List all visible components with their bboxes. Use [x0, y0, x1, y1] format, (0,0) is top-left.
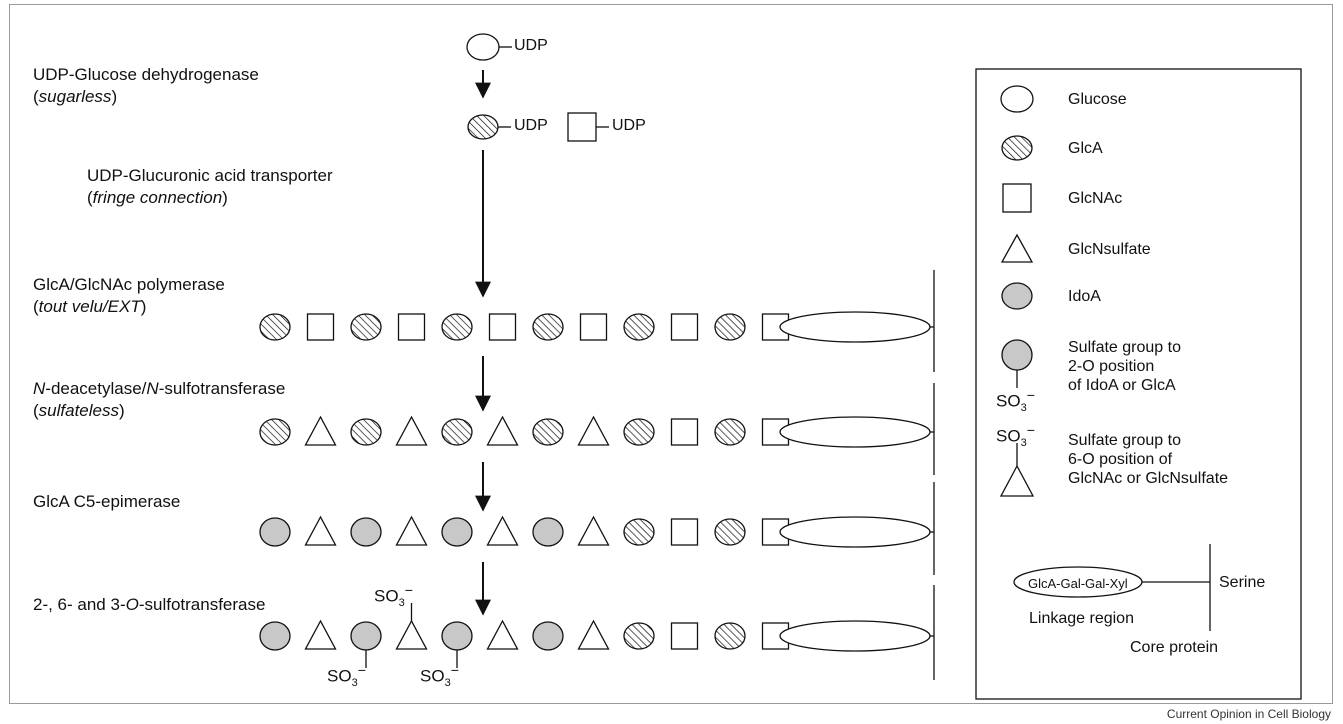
- glcnsulfate-residue: [486, 415, 519, 446]
- glcnac-residue: [670, 313, 699, 341]
- glca-residue: [714, 313, 746, 341]
- legend-glcnsulfate-label: GlcNsulfate: [1068, 241, 1151, 258]
- idoa-residue: [350, 517, 382, 547]
- idoa-residue: [532, 517, 564, 547]
- step-ndst: N-deacetylase/N-sulfotransferase(sulfate…: [33, 379, 286, 420]
- sulfate-label: SO3−: [327, 663, 366, 690]
- glca-residue: [623, 418, 655, 446]
- glucose-udp-icon: [466, 33, 500, 61]
- legend-sulfate-6o-group: SO3−: [996, 423, 1035, 450]
- core-protein-label: Core protein: [1130, 639, 1219, 656]
- glcnsulfate-residue: [395, 619, 428, 650]
- step-epimerase: GlcA C5-epimerase: [33, 491, 180, 513]
- linkage-region: [779, 311, 931, 343]
- idoa-residue: [259, 621, 291, 651]
- glca-residue: [623, 622, 655, 650]
- sulfate-label: SO3−: [420, 663, 459, 690]
- step-ugdh: UDP-Glucose dehydrogenase(sugarless): [33, 65, 259, 106]
- gene-sulfateless: sulfateless: [38, 401, 119, 420]
- glcnsulfate-residue: [486, 619, 519, 650]
- step-epimerase-label: GlcA C5-epimerase: [33, 492, 181, 511]
- glucose-icon: [1000, 85, 1034, 113]
- glcnsulfate-residue: [304, 515, 337, 546]
- idoa-residue: [441, 621, 473, 651]
- glcnsulfate-residue: [577, 619, 610, 650]
- sulfated-idoa-icon: [1001, 339, 1033, 371]
- gene-tout-velu: tout velu/EXT: [38, 297, 141, 316]
- glcnac-residue: [488, 313, 517, 341]
- udp-label: UDP: [514, 117, 548, 134]
- glca-icon: [1001, 135, 1033, 161]
- glcnsulfate-residue: [395, 515, 428, 546]
- udp-label: UDP: [612, 117, 646, 134]
- glcnac-residue: [670, 622, 699, 650]
- figure-frame: [9, 4, 1333, 704]
- idoa-icon: [1001, 282, 1033, 310]
- glca-residue: [714, 418, 746, 446]
- glca-residue: [441, 313, 473, 341]
- glcnsulfate-residue: [304, 415, 337, 446]
- legend-sulfate-2o-group: SO3−: [996, 388, 1035, 415]
- glca-residue: [350, 313, 382, 341]
- glcnsulfate-residue: [486, 515, 519, 546]
- gene-fringe-connection: fringe connection: [92, 188, 223, 207]
- linkage-text: GlcA-Gal-Gal-Xyl: [1028, 576, 1128, 591]
- legend-box: [975, 68, 1302, 700]
- sulfated-glcnsulfate-icon: [999, 464, 1035, 497]
- credit-line: Current Opinion in Cell Biology: [1166, 707, 1331, 721]
- step-sulfotransferase: 2-, 6- and 3-O-sulfotransferase: [33, 595, 266, 614]
- glca-udp-icon: [467, 114, 499, 140]
- glcnsulfate-residue: [395, 415, 428, 446]
- glcnac-residue: [670, 518, 699, 546]
- glcnsulfate-residue: [304, 619, 337, 650]
- gene-sugarless: sugarless: [38, 87, 112, 106]
- glcnac-residue: [761, 622, 790, 650]
- glca-residue: [623, 518, 655, 546]
- glcnac-residue: [670, 418, 699, 446]
- legend-glca-label: GlcA: [1068, 140, 1103, 157]
- glca-residue: [259, 313, 291, 341]
- step-polymerase: GlcA/GlcNAc polymerase(tout velu/EXT): [33, 275, 225, 316]
- sugar-chains: [259, 270, 935, 680]
- step-transporter-label: UDP-Glucuronic acid transporter: [87, 166, 333, 185]
- glca-residue: [441, 418, 473, 446]
- legend-idoa-label: IdoA: [1068, 288, 1101, 305]
- legend-glucose-label: Glucose: [1068, 91, 1127, 108]
- step-transporter: UDP-Glucuronic acid transporter(fringe c…: [87, 166, 333, 207]
- idoa-residue: [532, 621, 564, 651]
- glcnac-residue: [397, 313, 426, 341]
- glca-residue: [714, 518, 746, 546]
- idoa-residue: [441, 517, 473, 547]
- glcnsulfate-residue: [577, 515, 610, 546]
- linkage-region: [779, 416, 931, 448]
- udp-label: UDP: [514, 37, 548, 54]
- glcnac-residue: [579, 313, 608, 341]
- glcnsulfate-icon: [1000, 233, 1034, 263]
- glcnac-residue: [306, 313, 335, 341]
- glca-residue: [532, 418, 564, 446]
- idoa-residue: [259, 517, 291, 547]
- sulfate-label: SO3−: [374, 583, 413, 610]
- linkage-region: [779, 516, 931, 548]
- glca-residue: [623, 313, 655, 341]
- glcnac-udp-icon: [567, 112, 597, 142]
- linkage-region-label: Linkage region: [1029, 610, 1134, 627]
- glcnsulfate-residue: [577, 415, 610, 446]
- glca-residue: [259, 418, 291, 446]
- glca-residue: [532, 313, 564, 341]
- linkage-region: [779, 620, 931, 652]
- serine-label: Serine: [1219, 574, 1266, 591]
- legend-glcnac-label: GlcNAc: [1068, 190, 1123, 207]
- idoa-residue: [350, 621, 382, 651]
- glca-residue: [714, 622, 746, 650]
- step-ugdh-label: UDP-Glucose dehydrogenase: [33, 65, 259, 84]
- step-polymerase-label: GlcA/GlcNAc polymerase: [33, 275, 225, 294]
- n-prefix: N: [33, 379, 46, 398]
- glca-residue: [350, 418, 382, 446]
- glcnac-icon: [1002, 183, 1032, 213]
